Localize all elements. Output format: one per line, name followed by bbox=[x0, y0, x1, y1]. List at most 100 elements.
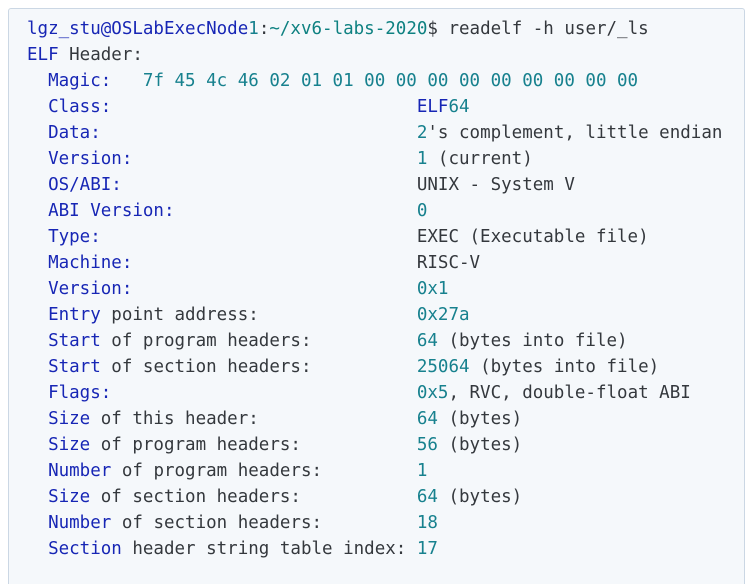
code-segment: of this header: bbox=[90, 409, 259, 429]
terminal-code-block: lgz_stu@OSLabExecNode1:~/xv6-labs-2020$ … bbox=[8, 8, 745, 584]
code-segment bbox=[111, 71, 143, 91]
code-segment: 0x27a bbox=[416, 305, 470, 325]
code-segment: Version: bbox=[27, 279, 133, 299]
code-segment bbox=[132, 253, 416, 273]
code-segment: Size bbox=[27, 487, 91, 507]
code-segment: 1 bbox=[416, 149, 428, 169]
code-segment: 2 bbox=[416, 123, 428, 143]
terminal-line: Size of program headers: 56 (bytes) bbox=[27, 432, 730, 458]
code-segment bbox=[322, 513, 417, 533]
code-segment: of section headers: bbox=[111, 513, 323, 533]
code-segment: 64 bbox=[448, 97, 470, 117]
code-segment bbox=[111, 97, 417, 117]
terminal-line: Start of program headers: 64 (bytes into… bbox=[27, 328, 730, 354]
code-segment bbox=[101, 227, 417, 247]
code-segment bbox=[322, 461, 417, 481]
code-segment: Header: bbox=[58, 45, 143, 65]
code-segment: Data: bbox=[27, 123, 101, 143]
code-segment: ~/xv6-labs-2020 bbox=[269, 19, 428, 39]
code-segment: of program headers: bbox=[100, 331, 312, 351]
code-segment: ELF bbox=[27, 45, 59, 65]
code-segment: Version: bbox=[27, 149, 133, 169]
code-segment: lgz_stu@OSLabExecNode bbox=[27, 19, 249, 39]
code-segment: 64 bbox=[416, 487, 438, 507]
code-segment: Class: bbox=[27, 97, 112, 117]
code-segment: ABI Version: bbox=[27, 201, 175, 221]
terminal-line: lgz_stu@OSLabExecNode1:~/xv6-labs-2020$ … bbox=[27, 16, 730, 42]
code-segment bbox=[132, 149, 416, 169]
code-segment: 18 bbox=[416, 513, 438, 533]
terminal-line: Entry point address: 0x27a bbox=[27, 302, 730, 328]
code-segment: 0 bbox=[416, 201, 428, 221]
code-segment: Number bbox=[27, 513, 112, 533]
code-segment: 0x1 bbox=[416, 279, 449, 299]
code-segment: Magic: bbox=[27, 71, 112, 91]
code-segment: Section bbox=[27, 539, 122, 559]
code-segment: of section headers: bbox=[90, 487, 301, 507]
code-segment bbox=[301, 487, 417, 507]
code-segment bbox=[301, 435, 417, 455]
code-segment: (bytes into file) bbox=[469, 357, 660, 377]
code-segment: point address: bbox=[100, 305, 259, 325]
code-segment: 0x5 bbox=[416, 383, 449, 403]
code-segment: (bytes) bbox=[437, 435, 523, 455]
code-segment: Type: bbox=[27, 227, 101, 247]
terminal-line: Version: 1 (current) bbox=[27, 146, 730, 172]
code-segment: OS/ABI: bbox=[27, 175, 122, 195]
code-segment: (bytes) bbox=[437, 487, 523, 507]
code-segment: 1 bbox=[248, 19, 259, 39]
code-segment: : bbox=[258, 19, 270, 39]
code-segment: header string table index: bbox=[121, 539, 417, 559]
code-segment: of program headers: bbox=[111, 461, 323, 481]
code-segment: 56 bbox=[416, 435, 438, 455]
code-segment: 1 bbox=[416, 461, 428, 481]
terminal-text: lgz_stu@OSLabExecNode1:~/xv6-labs-2020$ … bbox=[27, 16, 730, 562]
terminal-line: OS/ABI: UNIX - System V bbox=[27, 172, 730, 198]
code-segment: Flags: bbox=[27, 383, 112, 403]
code-segment: 17 bbox=[416, 539, 438, 559]
code-segment: $ readelf -h user/_ls bbox=[427, 19, 649, 39]
code-segment: of program headers: bbox=[90, 435, 301, 455]
code-segment: Size bbox=[27, 409, 91, 429]
code-segment: Number bbox=[27, 461, 112, 481]
code-segment bbox=[175, 201, 417, 221]
terminal-line: Start of section headers: 25064 (bytes i… bbox=[27, 354, 730, 380]
terminal-line: Size of section headers: 64 (bytes) bbox=[27, 484, 730, 510]
code-segment: (bytes into file) bbox=[437, 331, 628, 351]
code-segment bbox=[311, 357, 416, 377]
code-segment: UNIX - System V bbox=[416, 175, 575, 195]
terminal-line: Machine: RISC-V bbox=[27, 250, 730, 276]
terminal-line: Version: 0x1 bbox=[27, 276, 730, 302]
terminal-line: Class: ELF64 bbox=[27, 94, 730, 120]
code-segment bbox=[311, 331, 416, 351]
code-segment: Machine: bbox=[27, 253, 133, 273]
terminal-line: ELF Header: bbox=[27, 42, 730, 68]
code-segment: (bytes) bbox=[437, 409, 523, 429]
code-segment bbox=[122, 175, 417, 195]
terminal-line: Magic: 7f 45 4c 46 02 01 01 00 00 00 00 … bbox=[27, 68, 730, 94]
code-segment: 64 bbox=[416, 409, 438, 429]
terminal-line: Number of program headers: 1 bbox=[27, 458, 730, 484]
terminal-line: Data: 2's complement, little endian bbox=[27, 120, 730, 146]
code-segment: RISC-V bbox=[416, 253, 481, 273]
code-segment: 's complement, little endian bbox=[427, 123, 723, 143]
terminal-line: Type: EXEC (Executable file) bbox=[27, 224, 730, 250]
code-segment: Start bbox=[27, 357, 101, 377]
code-segment: Start bbox=[27, 331, 101, 351]
code-segment bbox=[101, 123, 417, 143]
code-segment: 7f 45 4c 46 02 01 01 00 00 00 00 00 00 0… bbox=[142, 71, 639, 91]
code-segment: 64 bbox=[416, 331, 438, 351]
code-segment: , RVC, double-float ABI bbox=[448, 383, 691, 403]
code-segment: ELF bbox=[416, 97, 449, 117]
code-segment bbox=[259, 305, 417, 325]
terminal-line: Number of section headers: 18 bbox=[27, 510, 730, 536]
code-segment bbox=[132, 279, 416, 299]
terminal-line: Flags: 0x5, RVC, double-float ABI bbox=[27, 380, 730, 406]
terminal-line: Section header string table index: 17 bbox=[27, 536, 730, 562]
code-segment: EXEC (Executable file) bbox=[416, 227, 649, 247]
terminal-line: ABI Version: 0 bbox=[27, 198, 730, 224]
code-segment: 25064 bbox=[416, 357, 470, 377]
code-segment: Size bbox=[27, 435, 91, 455]
code-segment bbox=[111, 383, 417, 403]
code-segment: (current) bbox=[427, 149, 533, 169]
